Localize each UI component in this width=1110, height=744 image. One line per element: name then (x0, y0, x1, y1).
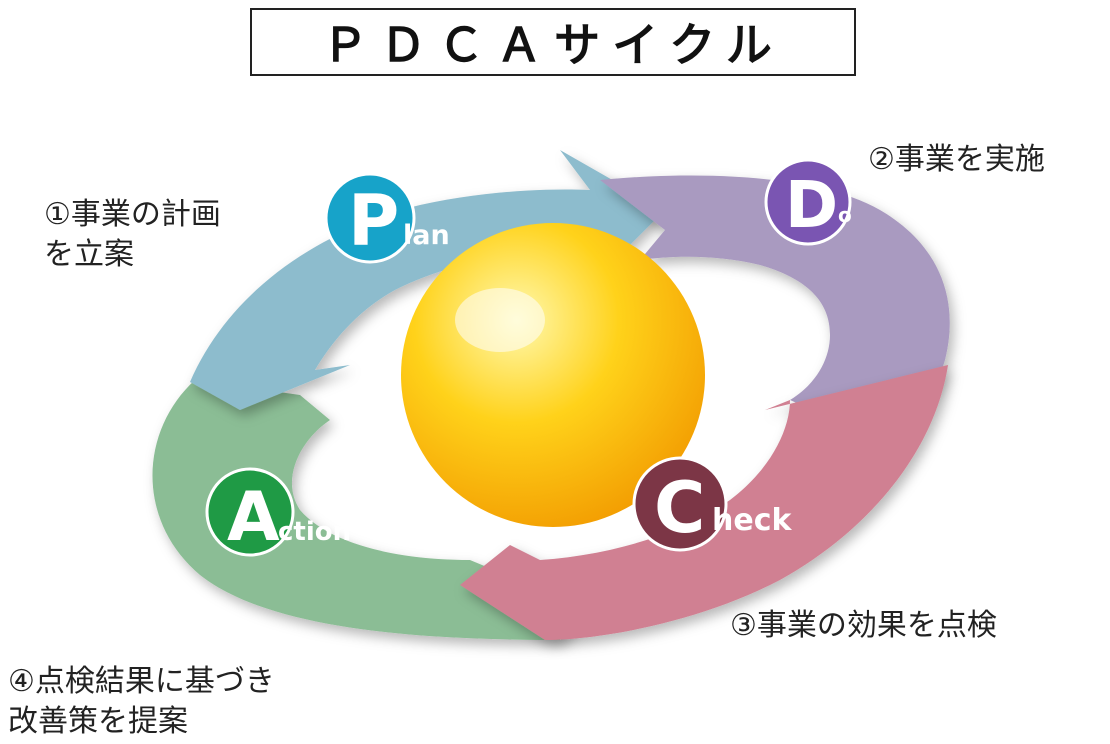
action-badge: A ction (205, 467, 351, 557)
plan-description: ①事業の計画 を立案 (44, 195, 221, 275)
check-description: ③事業の効果を点検 (730, 606, 997, 646)
check-description-line: ③事業の効果を点検 (730, 608, 997, 643)
check-rest: heck (712, 503, 792, 538)
action-rest: ction (278, 517, 351, 547)
action-initial: A (227, 478, 280, 557)
check-initial: C (654, 467, 705, 549)
do-description-line: ②事業を実施 (868, 142, 1045, 177)
do-description: ②事業を実施 (868, 140, 1045, 180)
action-description-line: 改善策を提案 (8, 704, 188, 739)
action-description: ④点検結果に基づき 改善策を提案 (8, 662, 275, 742)
plan-initial: P (348, 180, 399, 262)
action-description-line: ④点検結果に基づき (8, 664, 275, 699)
do-arrow (600, 175, 950, 441)
plan-rest: lan (403, 220, 450, 251)
plan-description-line: を立案 (44, 237, 134, 272)
sphere-highlight (455, 288, 545, 352)
do-initial: D (785, 169, 838, 243)
check-badge: C heck (632, 456, 792, 552)
title-box: ＰＤＣＡサイクル (250, 8, 856, 76)
do-rest: o (838, 203, 852, 227)
diagram-title: ＰＤＣＡサイクル (322, 18, 784, 72)
plan-arrow (190, 150, 665, 410)
plan-badge: P lan (324, 172, 450, 264)
check-arrow (460, 365, 948, 640)
do-badge: D o (764, 158, 852, 246)
plan-description-line: ①事業の計画 (44, 197, 221, 232)
